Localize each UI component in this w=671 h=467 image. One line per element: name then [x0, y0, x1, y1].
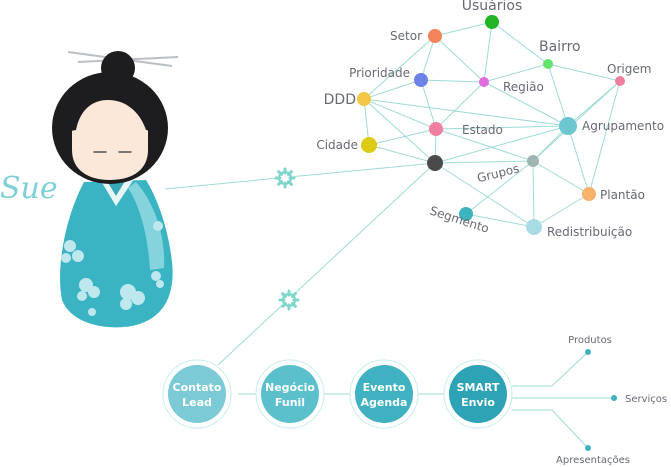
network-edge [483, 21, 493, 83]
pipeline-step: SMART Envio [443, 359, 513, 429]
network-edge [368, 144, 436, 164]
node-label-prioridade: Prioridade [349, 66, 410, 80]
network-edge [363, 98, 437, 130]
branch-line [512, 409, 589, 449]
node-label-estado: Estado [462, 123, 503, 137]
network-edge [547, 63, 621, 82]
character-name: Sue [0, 171, 58, 206]
branch-dot [585, 445, 591, 451]
branch-label: Produtos [568, 335, 612, 346]
pipeline-step-title: Evento [363, 381, 406, 394]
node-label-segmento: Segmento [428, 204, 491, 236]
network-edge [363, 98, 436, 164]
node-segmento [459, 207, 473, 221]
pipeline-step-title: Negócio [265, 381, 315, 394]
node-label-agrupamento: Agrupamento [582, 119, 664, 133]
network-edge [547, 63, 569, 127]
branch-dot [611, 395, 617, 401]
flower-pattern [61, 221, 164, 316]
network-edge [368, 128, 437, 146]
network-edge [420, 79, 485, 83]
kimono-character-illustration [52, 51, 179, 328]
connector-lines [164, 162, 470, 395]
node-setor [428, 29, 442, 43]
network-edge [434, 125, 569, 164]
network-edge [483, 63, 549, 83]
gear-icon [278, 289, 300, 311]
node-cidade [361, 137, 377, 153]
network-edge [532, 80, 621, 162]
node-plantao [582, 187, 596, 201]
network-edge [363, 35, 436, 100]
branch-label: Apresentações [556, 455, 630, 466]
connector-line [217, 162, 436, 366]
network-edge [588, 80, 621, 195]
network-edges [363, 21, 621, 228]
network-edge [465, 213, 535, 228]
network-edge [491, 21, 549, 65]
node-estado [429, 122, 443, 136]
network-edge [363, 79, 422, 100]
face [72, 92, 148, 180]
gear-icon [274, 167, 296, 189]
branch-line [512, 351, 589, 387]
network-edge [435, 128, 534, 162]
network-edge [532, 160, 590, 195]
network-edge [435, 125, 569, 130]
network-edge [434, 162, 535, 228]
node-label-setor: Setor [390, 29, 422, 43]
node-redistribuicao [526, 219, 542, 235]
branch-label: Serviços [625, 394, 667, 405]
node-origem [615, 76, 625, 86]
pipeline-step-subtitle: Agenda [361, 396, 408, 409]
network-edge [533, 193, 590, 228]
node-label-redistribuicao: Redistribuição [547, 225, 632, 239]
pipeline-step-subtitle: Lead [182, 396, 212, 409]
node-label-grupos: Grupos [476, 161, 521, 185]
network-nodes [357, 15, 625, 235]
network-edge [567, 125, 590, 195]
pipeline-step-title: Contato [173, 381, 222, 394]
node-label-usuarios: Usuários [462, 0, 523, 14]
network-edge [465, 160, 534, 215]
network-edge [434, 35, 485, 83]
node-hub [427, 155, 443, 171]
network-edge [435, 81, 485, 130]
node-label-ddd: DDD [324, 92, 356, 108]
node-label-cidade: Cidade [316, 138, 358, 152]
node-label-plantao: Plantão [600, 188, 645, 202]
kimono-sleeve [128, 182, 165, 270]
connector-line [164, 162, 436, 190]
node-ddd [357, 92, 371, 106]
hair-bangs [66, 78, 156, 132]
node-regiao [479, 77, 489, 87]
pipeline-step-subtitle: Envio [461, 396, 495, 409]
network-edge [483, 81, 569, 127]
node-prioridade [414, 73, 428, 87]
node-label-bairro: Bairro [539, 39, 581, 55]
pipeline-step-title: SMART [457, 381, 500, 394]
node-label-origem: Origem [607, 62, 651, 76]
network-edge [532, 160, 535, 228]
branch-dot [585, 349, 591, 355]
node-bairro [543, 59, 553, 69]
node-usuarios [485, 15, 499, 29]
network-edge [434, 21, 493, 37]
node-label-regiao: Região [503, 80, 544, 94]
network-edge [420, 79, 437, 130]
pipeline-step-subtitle: Funil [275, 396, 305, 409]
node-agrupamento [559, 117, 577, 135]
network-edge [434, 160, 534, 164]
network-edge [363, 98, 569, 127]
network-edge [420, 35, 436, 81]
node-grupos [527, 155, 539, 167]
